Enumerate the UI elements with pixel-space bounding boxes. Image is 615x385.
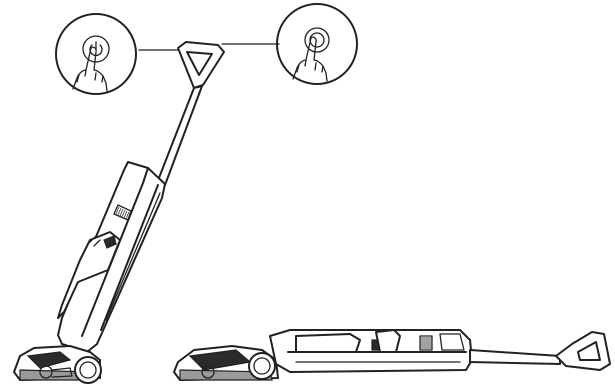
upright-water-tank	[57, 231, 121, 319]
upright-vent	[113, 204, 132, 221]
callout-circle-left	[55, 13, 137, 95]
flat-main-body	[269, 329, 473, 373]
power-button-callout	[55, 13, 137, 95]
upright-roller	[39, 365, 53, 379]
callout-circle-right	[276, 3, 358, 85]
flat-handle	[555, 331, 611, 371]
pressing-finger-icon	[72, 46, 108, 92]
flat-roller	[201, 365, 215, 379]
callout-leader-lines	[138, 43, 280, 51]
flat-shaft	[469, 349, 561, 365]
upright-vacuum	[13, 41, 225, 384]
upright-shaft	[156, 85, 203, 186]
upright-floor-head	[13, 345, 102, 384]
upright-wheel	[74, 356, 102, 384]
flat-vent	[419, 335, 433, 351]
upright-handle	[177, 41, 225, 89]
pressing-finger-icon-2	[292, 36, 328, 82]
flat-water-tank	[295, 333, 361, 353]
round-button-icon	[304, 27, 330, 53]
button-ring	[82, 35, 110, 63]
flat-floor-head	[173, 345, 279, 381]
upright-main-body	[57, 161, 166, 353]
flat-vacuum	[173, 329, 611, 381]
flat-wheel	[248, 352, 276, 380]
round-button-callout	[276, 3, 358, 85]
